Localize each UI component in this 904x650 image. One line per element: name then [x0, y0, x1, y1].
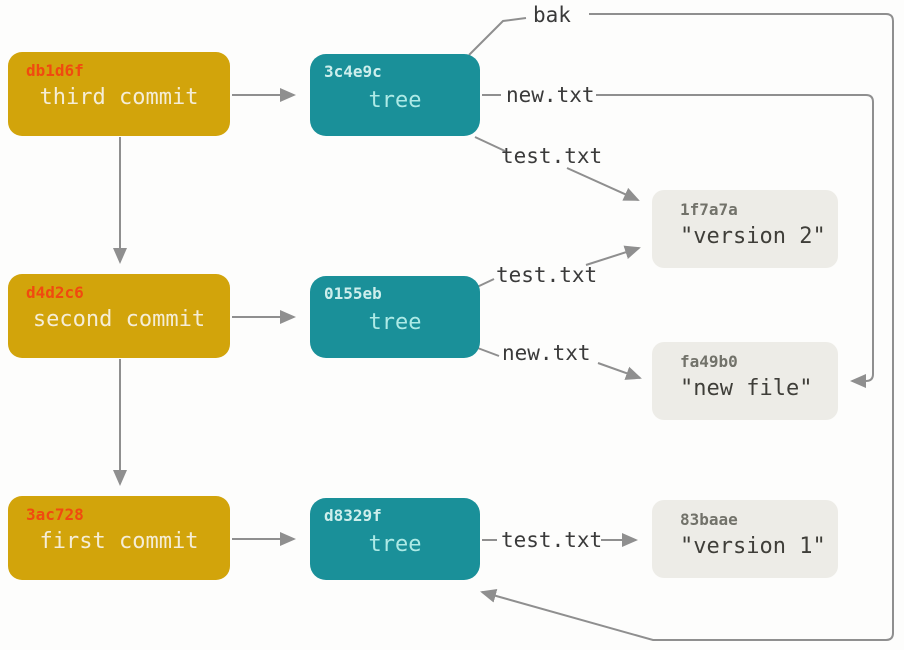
line-tree1-to-bak-label — [468, 17, 527, 56]
tree-node-1: 3c4e9c tree — [310, 54, 480, 136]
arrow-testtxt2-to-blob1 — [585, 245, 641, 266]
tree-hash: 3c4e9c — [324, 62, 382, 81]
arrow-testtxt1-to-blob1 — [566, 167, 640, 201]
commit-hash: 3ac728 — [26, 505, 84, 524]
tree-node-3: d8329f tree — [310, 498, 480, 580]
commit-message: second commit — [32, 307, 206, 332]
blob-content: "version 1" — [680, 534, 826, 559]
edge-label-tree2-new-txt: new.txt — [502, 341, 591, 365]
edge-label-tree1-new-txt: new.txt — [506, 83, 595, 107]
blob-hash: 83baae — [680, 510, 738, 529]
tree-label: tree — [368, 310, 422, 335]
commit-node-third: db1d6f third commit — [8, 52, 230, 136]
tree-hash: d8329f — [324, 506, 382, 525]
line-tree1-to-testtxt-label — [474, 136, 506, 152]
tree-node-2: 0155eb tree — [310, 276, 480, 358]
arrow-newtxt1-to-blob2 — [596, 94, 874, 388]
tree-label: tree — [368, 88, 422, 113]
commit-message: third commit — [39, 85, 199, 110]
line-tree2-to-newtxt-label — [474, 346, 500, 357]
line-tree2-to-testtxt-label — [476, 278, 495, 288]
arrow-bak-to-tree3 — [480, 13, 894, 641]
blob-hash: fa49b0 — [680, 352, 738, 371]
blob-node-version1: 83baae "version 1" — [652, 500, 838, 578]
commit-hash: d4d2c6 — [26, 283, 84, 302]
commit-node-first: 3ac728 first commit — [8, 496, 230, 580]
commit-node-second: d4d2c6 second commit — [8, 274, 230, 358]
blob-node-version2: 1f7a7a "version 2" — [652, 190, 838, 268]
edge-label-tree2-test-txt: test.txt — [496, 263, 598, 287]
edge-label-tree1-test-txt: test.txt — [501, 144, 603, 168]
edge-label-tree3-test-txt: test.txt — [501, 528, 603, 552]
edge-label-bak: bak — [533, 3, 571, 27]
tree-label: tree — [368, 532, 422, 557]
blob-content: "version 2" — [680, 224, 826, 249]
blob-hash: 1f7a7a — [680, 200, 738, 219]
tree-hash: 0155eb — [324, 284, 382, 303]
blob-node-newfile: fa49b0 "new file" — [652, 342, 838, 420]
arrow-newtxt2-to-blob2 — [597, 362, 642, 380]
commit-hash: db1d6f — [26, 61, 84, 80]
blob-content: "new file" — [680, 376, 813, 401]
commit-message: first commit — [39, 529, 199, 554]
